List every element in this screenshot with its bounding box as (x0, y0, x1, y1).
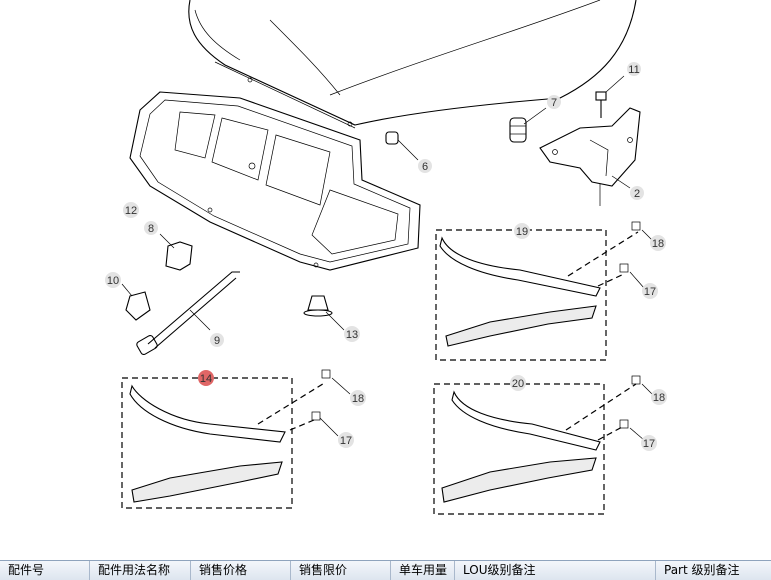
svg-text:14: 14 (200, 373, 212, 385)
svg-text:6: 6 (422, 161, 428, 173)
svg-text:18: 18 (352, 393, 364, 405)
callout-18-a[interactable]: 18 (650, 235, 666, 251)
callout-12[interactable]: 12 (123, 202, 139, 218)
grommet-part-7 (509, 107, 547, 143)
svg-text:9: 9 (214, 335, 220, 347)
callout-8[interactable]: 8 (144, 221, 158, 235)
callout-2[interactable]: 2 (630, 186, 644, 200)
callout-11[interactable]: 11 (627, 62, 641, 76)
svg-text:10: 10 (107, 275, 119, 287)
callout-17-b[interactable]: 17 (338, 432, 354, 448)
callout-7[interactable]: 7 (547, 95, 561, 109)
column-lou-remark[interactable]: LOU级别备注 (455, 561, 656, 580)
bolt-part-11 (595, 75, 625, 118)
svg-text:17: 17 (643, 438, 655, 450)
hood-illustration (188, 0, 637, 129)
svg-text:18: 18 (653, 392, 665, 404)
parts-diagram: 11 7 6 2 12 8 19 18 10 17 13 9 14 20 18 … (105, 0, 667, 515)
column-sale-price[interactable]: 销售价格 (191, 561, 291, 580)
column-part-remark[interactable]: Part 级别备注 (664, 563, 740, 577)
callout-14[interactable]: 14 (198, 370, 214, 386)
svg-text:7: 7 (551, 97, 557, 109)
push-pin-part-13 (303, 295, 345, 331)
group-14-box (121, 369, 351, 509)
callout-13[interactable]: 13 (344, 326, 360, 342)
parts-table-header: 配件号 配件用法名称 销售价格 销售限价 单车用量 LOU级别备注 Part 级… (0, 560, 771, 580)
column-quantity-per-vehicle[interactable]: 单车用量 (391, 561, 455, 580)
callout-9[interactable]: 9 (210, 333, 224, 347)
group-19-box (435, 221, 653, 361)
bumper-part-6 (385, 131, 419, 161)
svg-text:8: 8 (148, 223, 154, 235)
svg-text:11: 11 (628, 64, 639, 76)
column-price-limit[interactable]: 销售限价 (291, 561, 391, 580)
svg-text:2: 2 (634, 188, 640, 200)
svg-text:18: 18 (652, 238, 664, 250)
svg-text:19: 19 (516, 226, 528, 238)
clip-part-8 (159, 233, 193, 271)
callout-17-a[interactable]: 17 (642, 283, 658, 299)
callout-20[interactable]: 20 (510, 375, 526, 391)
callout-6[interactable]: 6 (418, 159, 432, 173)
column-usage-name[interactable]: 配件用法名称 (90, 561, 191, 580)
callout-10[interactable]: 10 (105, 272, 121, 288)
callout-18-b[interactable]: 18 (350, 390, 366, 406)
svg-text:17: 17 (644, 286, 656, 298)
hinge-part-2 (539, 107, 641, 206)
svg-text:20: 20 (512, 378, 524, 390)
callout-19[interactable]: 19 (514, 223, 530, 239)
callout-18-c[interactable]: 18 (651, 389, 667, 405)
svg-text:12: 12 (125, 205, 137, 217)
callout-17-c[interactable]: 17 (641, 435, 657, 451)
prop-rod-part-9 (136, 271, 240, 356)
svg-text:17: 17 (340, 435, 352, 447)
column-part-number[interactable]: 配件号 (0, 561, 90, 580)
hood-insulator-panel (129, 91, 421, 271)
group-20-box (433, 375, 653, 515)
retainer-part-10 (121, 283, 151, 321)
svg-text:13: 13 (346, 329, 358, 341)
